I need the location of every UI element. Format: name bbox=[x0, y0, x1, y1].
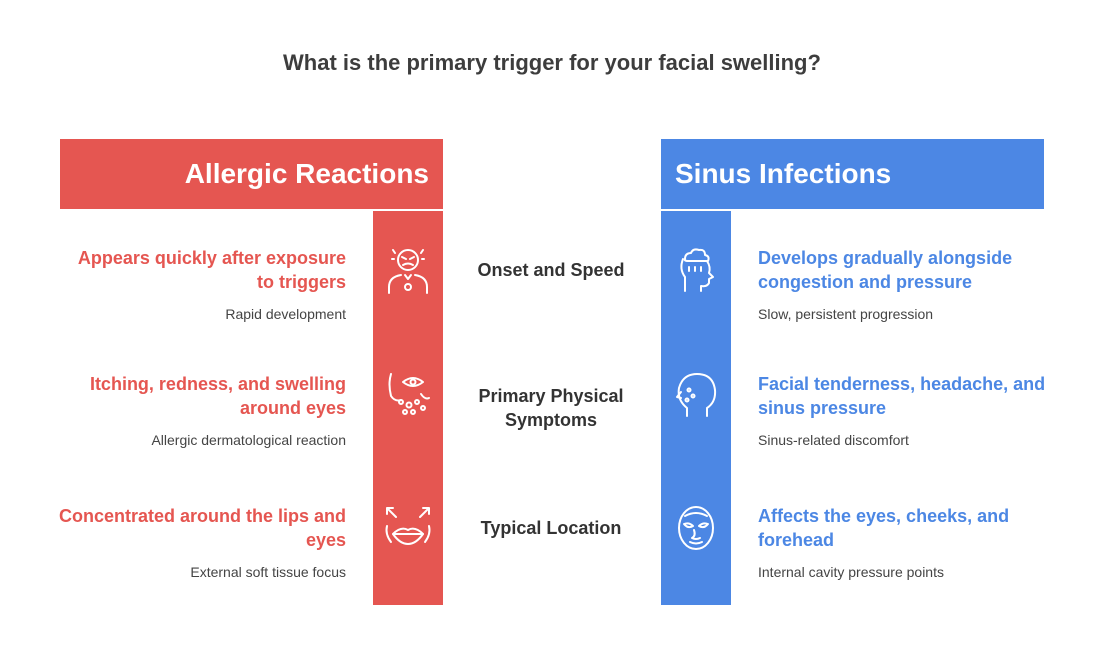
sinus-location-heading: Affects the eyes, cheeks, and forehead bbox=[758, 506, 1010, 550]
allergic-header-label: Allergic Reactions bbox=[184, 158, 429, 189]
head-profile-icon bbox=[671, 370, 721, 420]
face-reaction-icon bbox=[383, 245, 433, 295]
allergic-symptoms-heading: Itching, redness, and swelling around ey… bbox=[89, 374, 346, 418]
page-title: What is the primary trigger for your fac… bbox=[283, 50, 821, 75]
allergic-onset-sub: Rapid development bbox=[225, 306, 346, 322]
sinus-onset-sub: Slow, persistent progression bbox=[758, 306, 934, 322]
sinus-item-location: Affects the eyes, cheeks, and forehead I… bbox=[758, 504, 1048, 580]
allergic-location-heading: Concentrated around the lips and eyes bbox=[58, 506, 346, 550]
allergic-onset-heading: Appears quickly after exposure to trigge… bbox=[77, 248, 346, 292]
allergic-item-symptoms: Itching, redness, and swelling around ey… bbox=[56, 372, 346, 448]
criterion-onset: Onset and Speed bbox=[477, 260, 625, 280]
sinus-symptoms-sub: Sinus-related discomfort bbox=[758, 432, 909, 448]
sinus-onset-heading: Develops gradually alongside congestion … bbox=[758, 248, 1013, 292]
allergic-symptoms-sub: Allergic dermatological reaction bbox=[151, 432, 346, 448]
allergic-item-location: Concentrated around the lips and eyes Ex… bbox=[56, 504, 346, 580]
lips-expand-icon bbox=[383, 504, 433, 554]
criterion-symptoms: Primary Physical Symptoms bbox=[478, 386, 624, 430]
face-front-icon bbox=[671, 504, 721, 554]
allergic-item-onset: Appears quickly after exposure to trigge… bbox=[56, 246, 346, 322]
criterion-location: Typical Location bbox=[480, 518, 622, 538]
allergic-header: Allergic Reactions bbox=[60, 139, 443, 209]
sinus-item-onset: Develops gradually alongside congestion … bbox=[758, 246, 1048, 322]
sinus-item-symptoms: Facial tenderness, headache, and sinus p… bbox=[758, 372, 1048, 448]
allergic-location-sub: External soft tissue focus bbox=[190, 564, 346, 580]
sinus-header: Sinus Infections bbox=[661, 139, 1044, 209]
head-cloud-icon bbox=[671, 245, 721, 295]
eye-swelling-icon bbox=[383, 370, 433, 420]
sinus-header-label: Sinus Infections bbox=[675, 158, 892, 189]
sinus-location-sub: Internal cavity pressure points bbox=[758, 564, 944, 580]
sinus-symptoms-heading: Facial tenderness, headache, and sinus p… bbox=[758, 374, 1046, 418]
